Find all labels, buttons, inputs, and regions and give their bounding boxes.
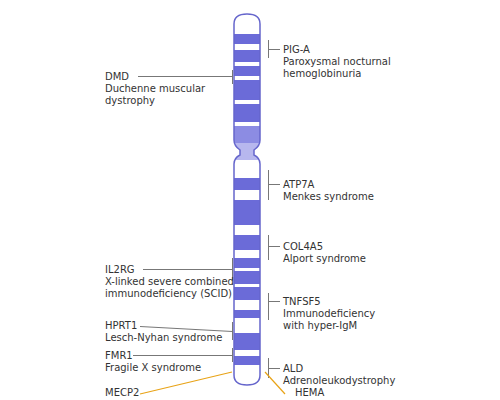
gene-name: ATP7A xyxy=(283,179,423,191)
disease-name: Adrenoleukodystrophy xyxy=(283,375,443,387)
disease-name: Alport syndrome xyxy=(283,253,443,265)
gene-name: PIG-A xyxy=(283,44,423,56)
leader-line xyxy=(133,348,233,362)
leader-line xyxy=(269,40,281,58)
leader-line xyxy=(269,293,281,320)
disease-name: Duchenne muscular dystrophy xyxy=(105,83,213,107)
disease-name: X-linked severe combined immunodeficienc… xyxy=(105,276,255,300)
highlight-leader xyxy=(265,372,285,394)
gene-name: DMD xyxy=(105,71,165,83)
disease-name: Immunodeficiency with hyper-IgM xyxy=(283,308,395,332)
disease-name: Paroxysmal nocturnal hemoglobinuria xyxy=(283,56,418,80)
gene-name: ALD xyxy=(283,363,423,375)
leader-line xyxy=(269,358,281,378)
gene-name: HEMA xyxy=(295,387,355,399)
chromosome-outline xyxy=(234,14,260,385)
disease-name: Fragile X syndrome xyxy=(105,362,230,374)
disease-name: Menkes syndrome xyxy=(283,191,443,203)
gene-name: IL2RG xyxy=(105,264,165,276)
gene-name: MECP2 xyxy=(105,387,165,399)
gene-name: TNFSF5 xyxy=(283,296,423,308)
chromosome-bands xyxy=(230,10,264,390)
leader-line xyxy=(269,170,281,200)
gene-name: HPRT1 xyxy=(105,320,165,332)
leader-line xyxy=(269,235,281,260)
disease-name: Lesch-Nyhan syndrome xyxy=(105,332,230,344)
highlight-leader xyxy=(140,372,232,394)
leader-line xyxy=(138,70,233,84)
gene-name: COL4A5 xyxy=(283,241,423,253)
gene-name: FMR1 xyxy=(105,350,165,362)
